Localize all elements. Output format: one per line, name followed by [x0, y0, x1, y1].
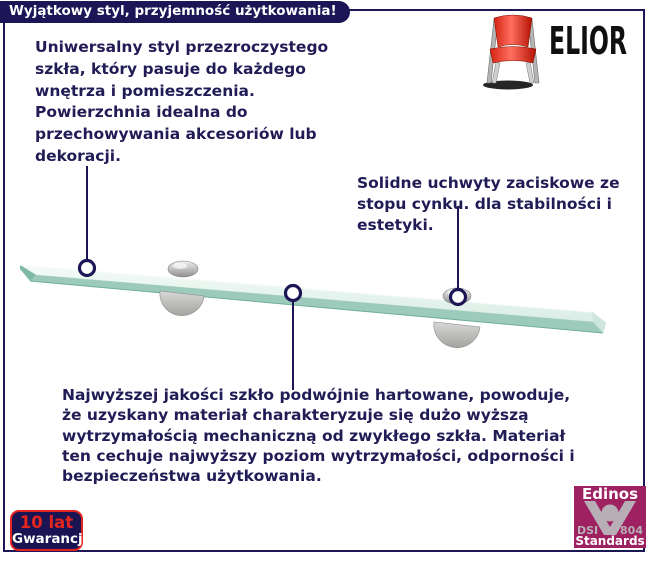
warranty-label: Gwarancji: [12, 531, 88, 547]
certificate-standards: Standards: [575, 534, 645, 548]
certificate-number: 804: [620, 524, 643, 537]
warranty-badge: 10 lat Gwarancji: [10, 510, 88, 551]
annotation-universal-style: Uniwersalny styl przezroczystego szkła, …: [35, 38, 329, 165]
certificate-brand: Edinos: [581, 485, 639, 503]
red-chair-icon: [483, 14, 540, 90]
annotation-tempered-glass: Najwyższej jakości szkło podwójnie harto…: [62, 386, 575, 486]
v-person-icon: [584, 501, 636, 535]
certificate-badge: Edinos DSI 804 Standards: [574, 486, 646, 548]
warranty-years: 10 lat: [19, 513, 74, 532]
certificate-dsi: DSI: [577, 524, 599, 537]
annotation-clamp-brackets: Solidne uchwyty zaciskowe ze stopu cynku…: [357, 174, 620, 234]
headline-banner: Wyjątkowy styl, przyjemność użytkowania!: [0, 1, 350, 23]
brand-name: ELIOR: [549, 19, 628, 63]
